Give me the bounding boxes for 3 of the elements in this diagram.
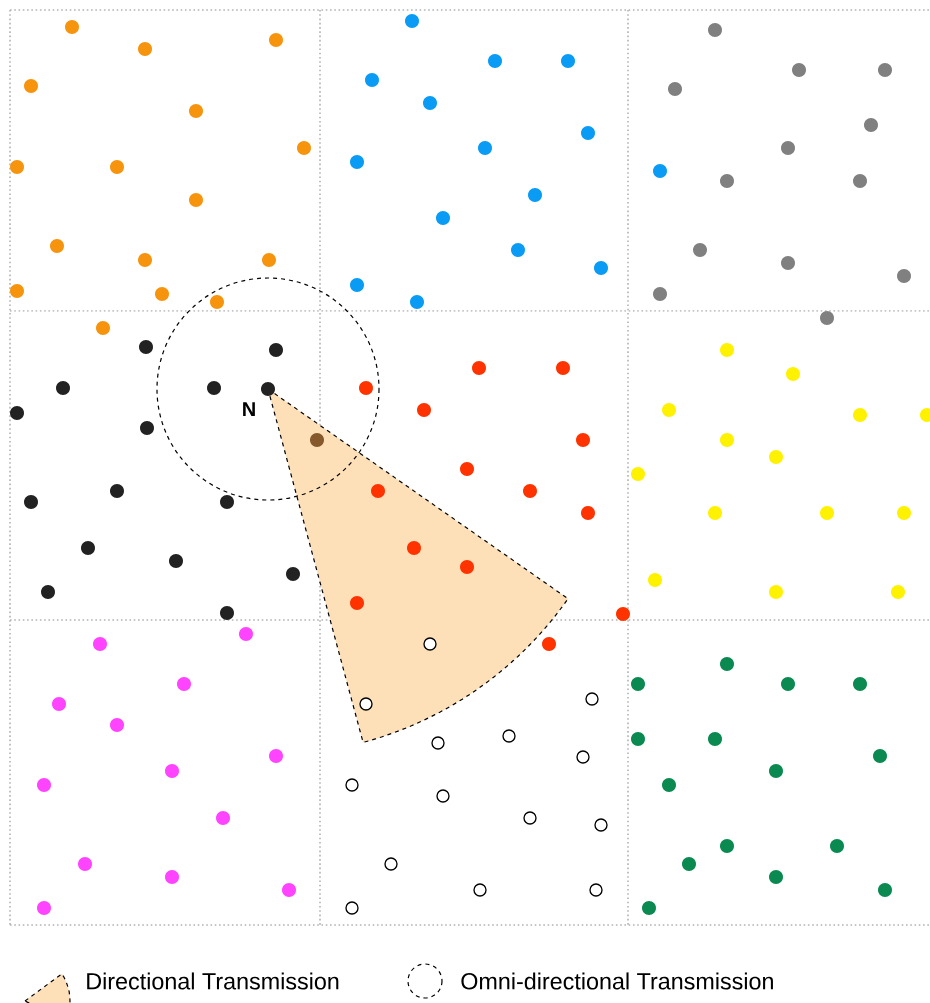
legend-text: Omni-directional Transmission (461, 972, 773, 990)
legend-text: Directional Transmission (87, 972, 339, 990)
node-label: N (243, 402, 255, 416)
